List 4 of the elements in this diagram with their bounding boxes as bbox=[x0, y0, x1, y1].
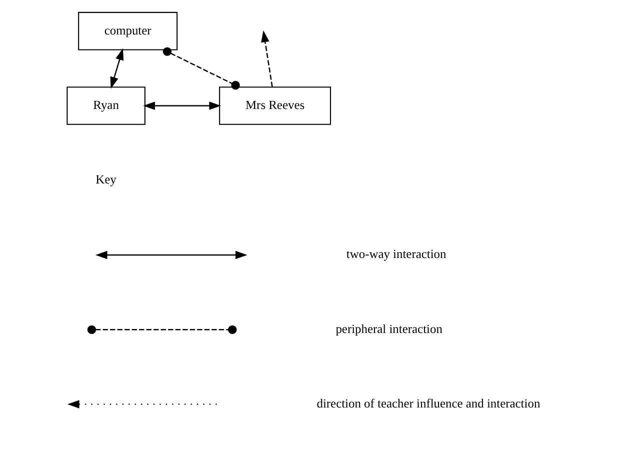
label: Key bbox=[95, 172, 116, 187]
legend-label: direction of teacher influence and interaction bbox=[316, 396, 540, 411]
legend-label: peripheral interaction bbox=[335, 322, 442, 336]
legend-label: two-way interaction bbox=[346, 247, 446, 262]
